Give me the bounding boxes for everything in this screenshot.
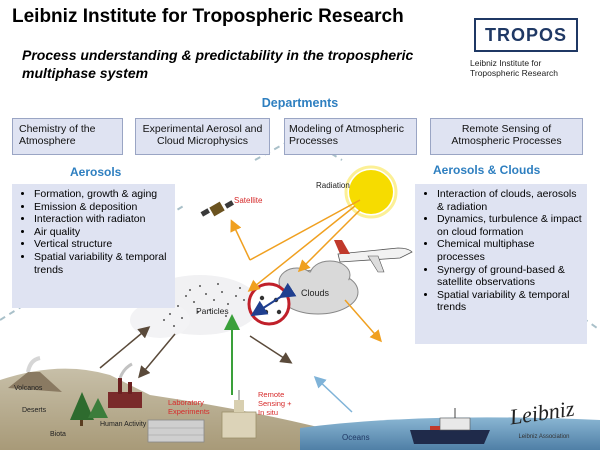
sun-icon — [349, 170, 393, 214]
department-modeling: Modeling of Atmospheric Processes — [284, 118, 417, 155]
tropos-logo-subtext: Leibniz Institute for Tropospheric Resea… — [470, 58, 559, 78]
deserts-label: Deserts — [22, 407, 47, 414]
radiation-arrow — [247, 205, 356, 292]
human-activity-label: Human Activity — [100, 421, 147, 428]
oceans-label: Oceans — [342, 433, 370, 442]
aerosols-clouds-panel: Interaction of clouds, aerosols & radiat… — [415, 184, 587, 344]
list-item: Formation, growth & aging — [34, 188, 171, 201]
tree-icon — [70, 392, 94, 420]
emission-arrow — [99, 326, 151, 369]
aerosols-heading: Aerosols — [70, 165, 122, 179]
departments-heading: Departments — [261, 96, 339, 110]
particle-dots — [163, 283, 245, 327]
tropos-logo-text: TROPOS — [484, 24, 567, 45]
remote-label-3: In situ — [258, 408, 278, 417]
satellite-label: Satellite — [234, 196, 263, 205]
satellite-icon — [200, 200, 234, 217]
department-remote-sensing: Remote Sensing of Atmospheric Processes — [430, 118, 583, 155]
cloud-shape — [277, 260, 359, 315]
airplane-icon — [334, 240, 413, 273]
aerosols-panel: Formation, growth & aging Emission & dep… — [12, 184, 175, 308]
aerosols-list: Formation, growth & aging Emission & dep… — [18, 188, 171, 276]
list-item: Dynamics, turbulence & impact on cloud f… — [437, 213, 583, 238]
interaction-arrow — [250, 282, 297, 317]
volcano — [8, 372, 62, 392]
station-icon — [221, 411, 257, 439]
list-item: Vertical structure — [34, 238, 171, 251]
aerosols-clouds-heading: Aerosols & Clouds — [433, 163, 541, 177]
list-item: Synergy of ground-based & satellite obse… — [437, 264, 583, 289]
list-item: Chemical multiphase processes — [437, 238, 583, 263]
ship-icon — [410, 430, 490, 444]
tropos-logo: TROPOS — [474, 18, 578, 52]
biota-label: Biota — [50, 431, 66, 438]
list-item: Spatial variability & temporal trends — [437, 289, 583, 314]
department-experimental: Experimental Aerosol and Cloud Microphys… — [135, 118, 270, 155]
list-item: Interaction with radiaton — [34, 213, 171, 226]
page-title: Leibniz Institute for Tropospheric Resea… — [12, 6, 404, 27]
aerosols-clouds-list: Interaction of clouds, aerosols & radiat… — [421, 188, 583, 314]
laboratory-label-2: Experiments — [168, 407, 210, 416]
list-item: Emission & deposition — [34, 201, 171, 214]
radiation-label: Radiation — [316, 181, 350, 190]
list-item: Interaction of clouds, aerosols & radiat… — [437, 188, 583, 213]
laboratory-label-1: Laboratory — [168, 398, 204, 407]
list-item: Air quality — [34, 226, 171, 239]
volcanos-label: Volcanos — [14, 385, 43, 392]
laboratory-icon — [147, 419, 205, 443]
ocean-flux-arrow — [313, 375, 353, 413]
page-subtitle: Process understanding & predictability i… — [22, 47, 414, 81]
clouds-label: Clouds — [301, 288, 330, 298]
particles-label: Particles — [196, 306, 229, 316]
remote-label-1: Remote — [258, 390, 284, 399]
department-chemistry: Chemistry of the Atmosphere — [12, 118, 123, 155]
remote-label-2: Sensing + — [258, 399, 292, 408]
leibniz-association-label: Leibniz Association — [518, 434, 569, 440]
list-item: Spatial variability & temporal trends — [34, 251, 171, 276]
factory-icon — [108, 392, 142, 408]
